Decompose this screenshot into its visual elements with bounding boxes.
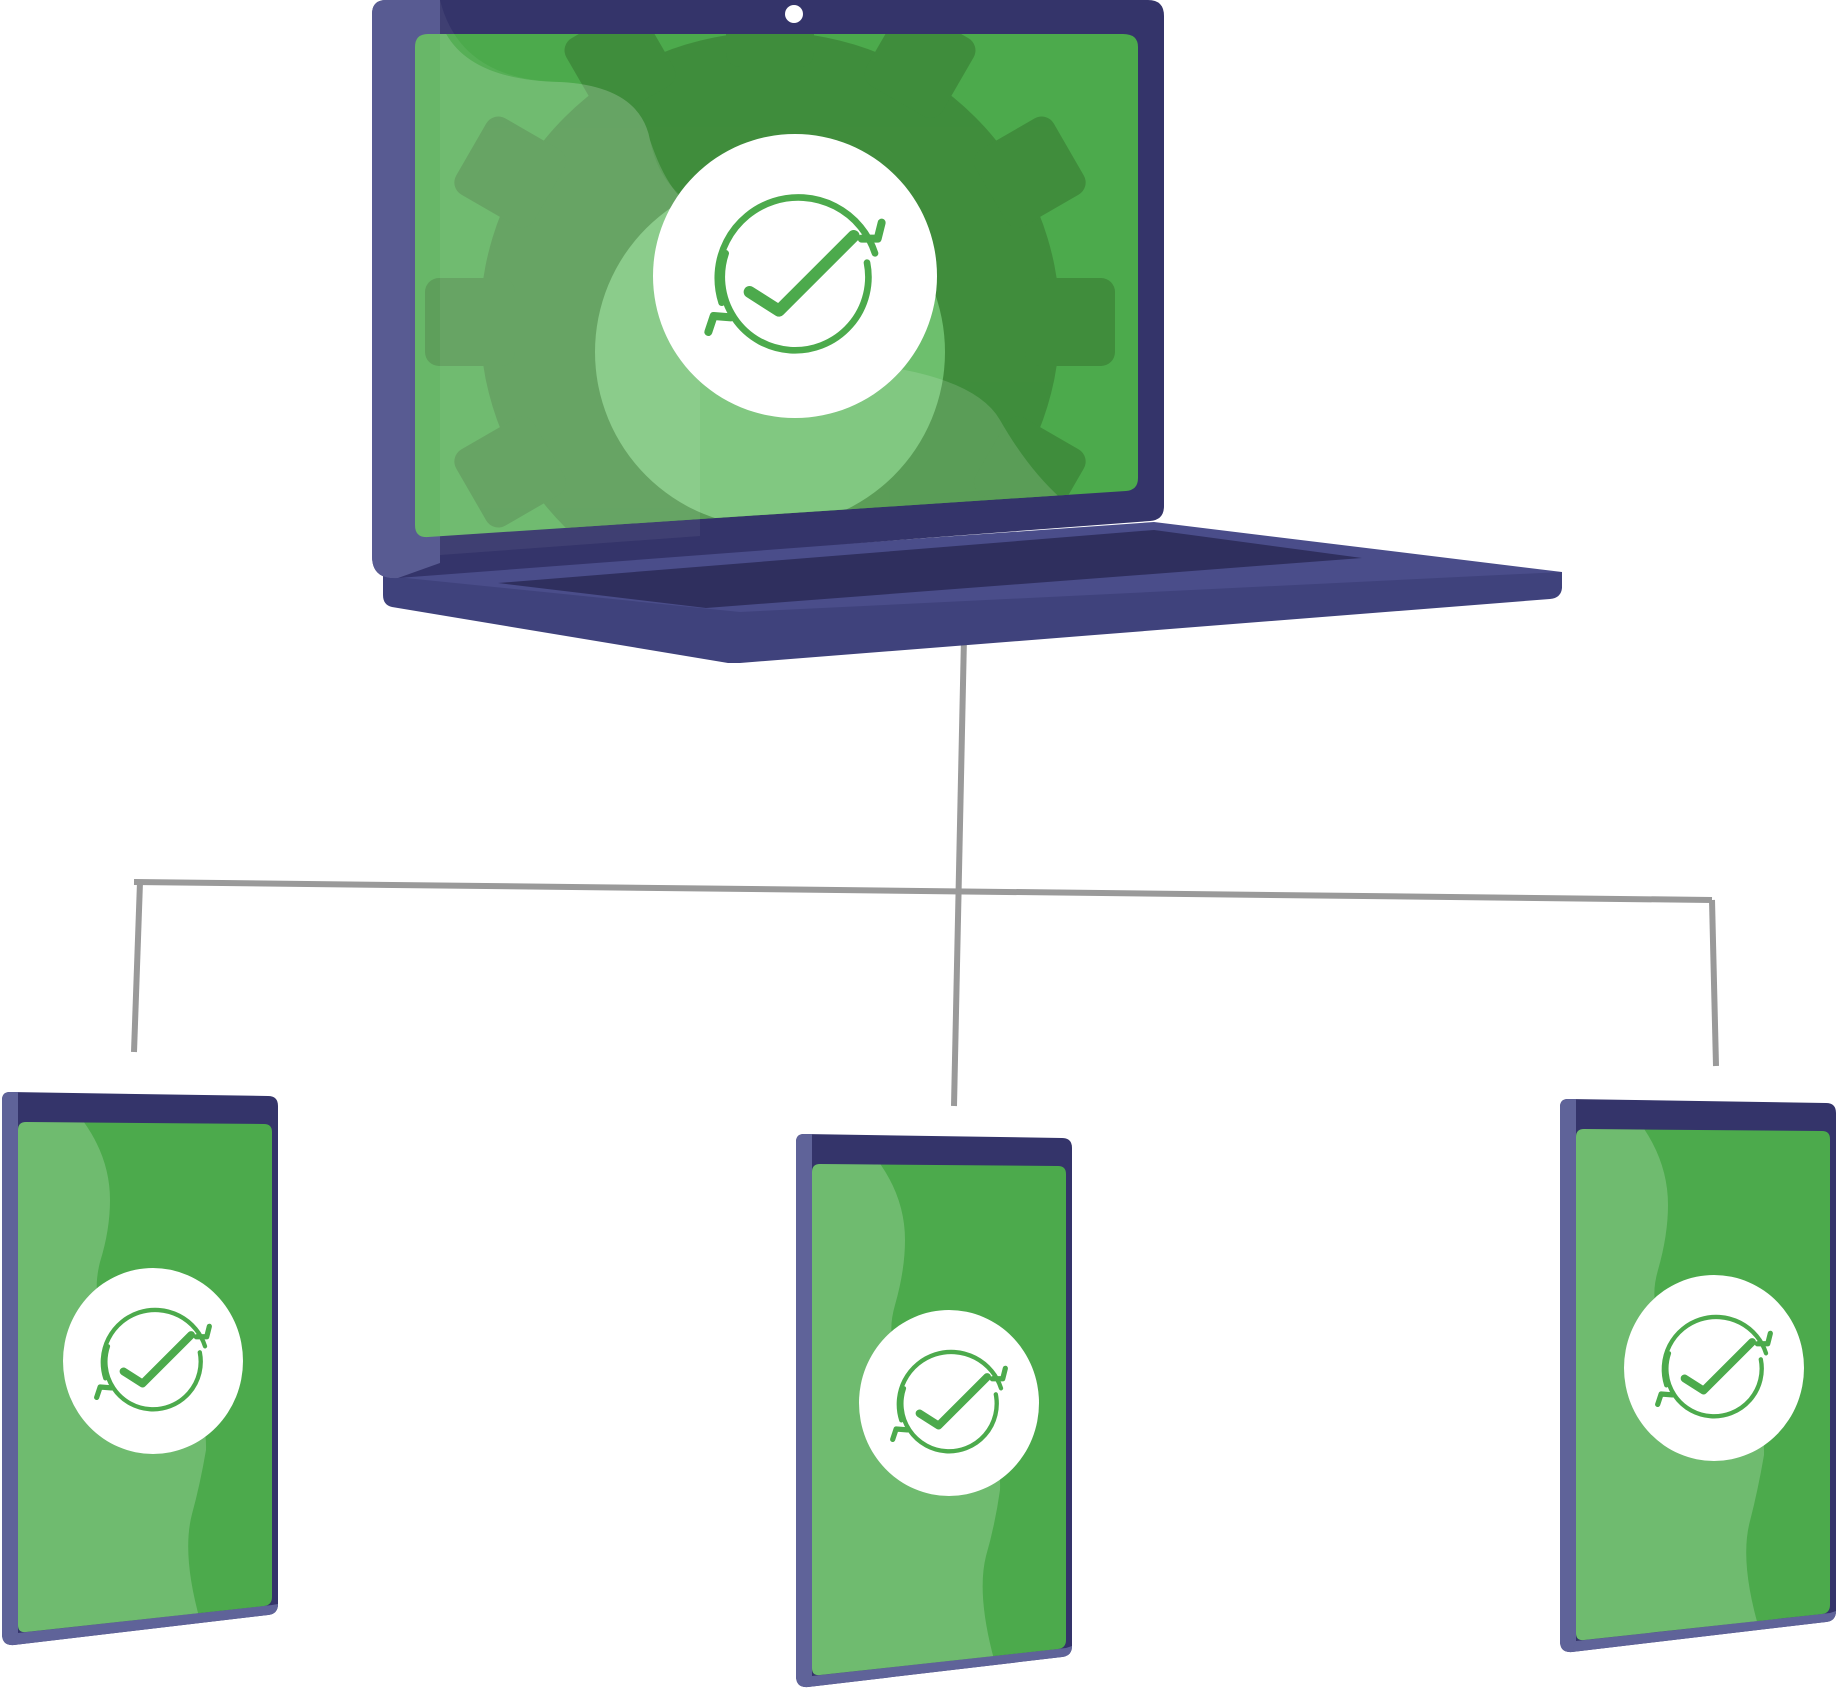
hub-sync-badge xyxy=(653,134,937,418)
tablet-left-badge-circle xyxy=(63,1268,243,1454)
tablet-node-middle xyxy=(796,1134,1072,1688)
connector-drop-right xyxy=(1709,899,1719,1067)
connector-hub-trunk xyxy=(951,636,967,1107)
tablet-right-sync-badge xyxy=(1624,1275,1804,1461)
laptop-node xyxy=(372,0,1562,663)
tablet-right-badge-circle xyxy=(1624,1275,1804,1461)
laptop-icon xyxy=(372,0,1562,663)
tablet-frame-left-edge xyxy=(1560,1099,1576,1653)
tablet-frame-left-edge xyxy=(2,1092,18,1646)
tablet-middle-sync-badge xyxy=(859,1310,1039,1496)
connector-crossbar xyxy=(133,879,1713,903)
tablet-frame-bottom-edge xyxy=(1572,1611,1836,1652)
tablet-middle-badge-circle xyxy=(859,1310,1039,1496)
tablet-node-right xyxy=(1560,1099,1836,1653)
laptop-keyboard xyxy=(498,530,1362,608)
tablet-frame-left-edge xyxy=(796,1134,812,1688)
laptop-hinge-shine xyxy=(440,0,700,555)
hub-badge-circle xyxy=(653,134,937,418)
tablet-frame-bottom-edge xyxy=(14,1604,278,1645)
laptop-camera xyxy=(785,5,803,23)
laptop-screen-glare xyxy=(415,34,700,538)
tablet-node-left xyxy=(2,1092,278,1646)
tablet-frame-bottom-edge xyxy=(808,1646,1072,1687)
connector-drop-left xyxy=(131,881,143,1053)
connector-lines xyxy=(131,636,1719,1107)
tablet-left-sync-badge xyxy=(63,1268,243,1454)
